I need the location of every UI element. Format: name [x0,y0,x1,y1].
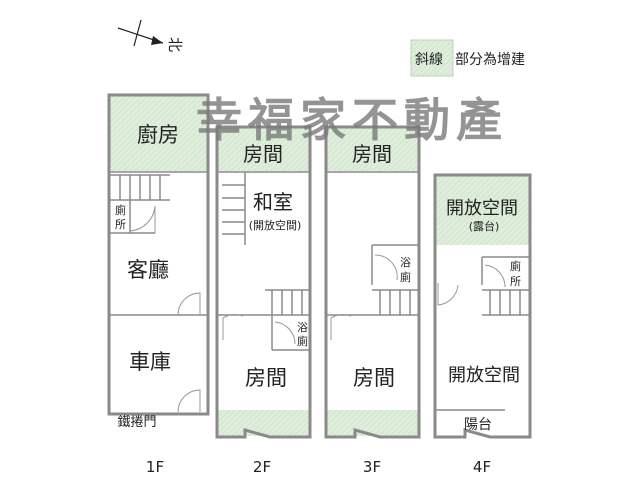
room-bottom: 房間 [245,366,287,390]
room-open-bottom: 開放空間 [448,365,520,386]
toilet-label-2: 所 [510,275,521,288]
room-top: 房間 [243,142,283,166]
watermark: 幸福家不動產 [196,93,508,147]
floor-label-4f: 4F [473,458,491,476]
bath-label-2: 廁 [297,334,308,348]
bath-label-1: 浴 [400,256,411,269]
bath-label-1: 浴 [297,321,308,334]
room-balcony: 陽台 [464,417,492,433]
bath-label-2: 廁 [400,270,411,284]
legend-swatch-text: 斜線 [415,52,443,68]
hatch-swatch [410,39,454,77]
terrace-note: (露台) [469,219,500,233]
floor-label-1f: 1F [146,458,164,476]
floor-1f: 廚房 廁 所 客廳 車庫 鐵捲門 1F [107,93,210,476]
north-label: 北 [166,37,184,52]
floor-3f: 房間 浴 廁 房間 3F [324,125,421,476]
room-bottom: 房間 [353,366,395,390]
floor-label-3f: 3F [363,458,381,476]
room-garage: 車庫 [129,350,171,374]
tatami-note: (開放空間) [249,218,302,232]
toilet-label-2: 所 [115,218,126,231]
legend-text: 部分為增建 [455,52,525,68]
room-living: 客廳 [127,258,169,282]
floor-2f: 房間 和室 (開放空間) 浴 廁 房間 2F [215,125,312,476]
north-arrow-icon: 北 [117,19,184,52]
room-tatami: 和室 [253,190,293,214]
room-kitchen: 廚房 [137,123,179,147]
floor-label-2f: 2F [253,458,271,476]
toilet-label-1: 廁 [115,203,126,217]
legend: 斜線 部分為增建 [410,39,525,77]
shutter-door-label: 鐵捲門 [117,414,156,430]
toilet-label-1: 廁 [510,259,521,273]
room-open-top: 開放空間 [446,198,518,219]
room-top: 房間 [352,142,392,166]
floor-4f: 開放空間 (露台) 廁 所 開放空間 陽台 4F [433,173,532,476]
